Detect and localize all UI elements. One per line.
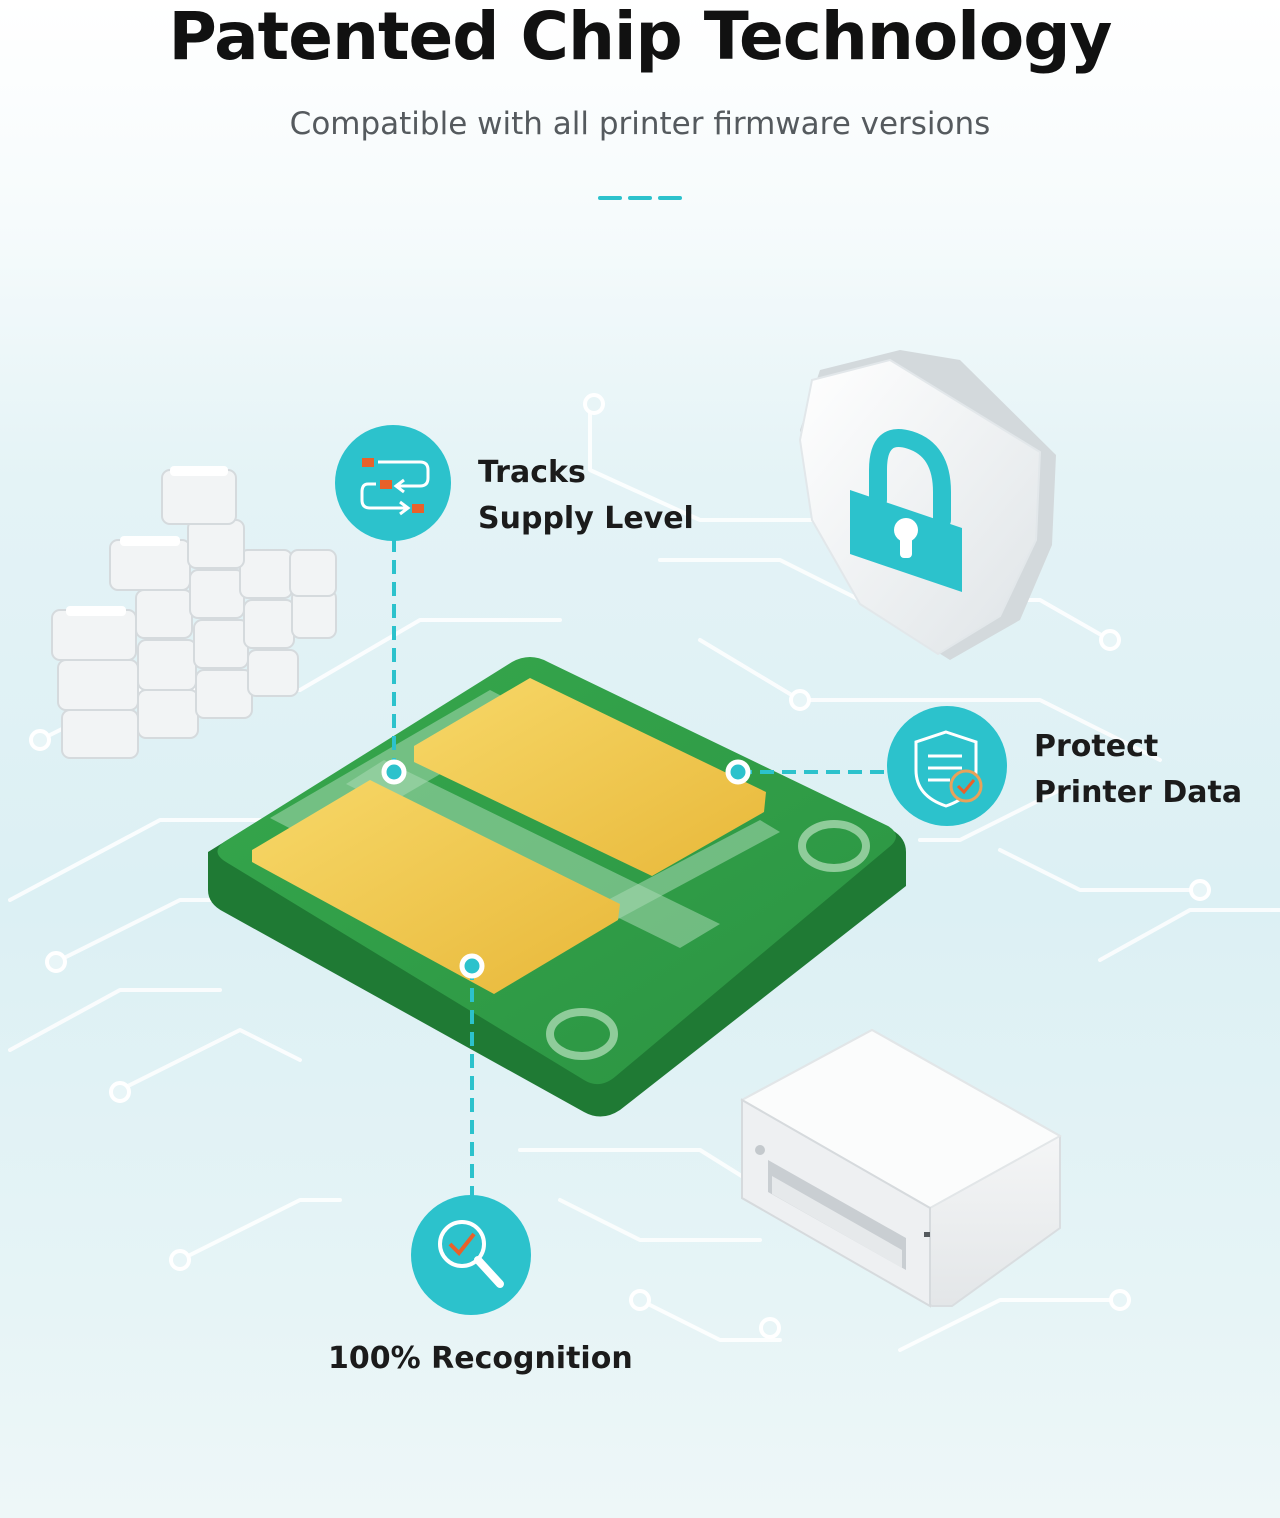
connector-dots — [381, 759, 751, 979]
feature-badge-supply — [335, 425, 451, 541]
chip-board — [208, 657, 906, 1117]
circuit-nodes — [29, 393, 1211, 1339]
feature-label-protect: Protect Printer Data — [1034, 724, 1242, 816]
feature-label-recognition: 100% Recognition — [328, 1336, 633, 1382]
feature-label-protect-line2: Printer Data — [1034, 775, 1243, 810]
feature-label-protect-line1: Protect — [1034, 729, 1159, 764]
shield-document-check-icon — [914, 730, 983, 808]
feature-badge-recognition — [411, 1195, 531, 1315]
feature-label-supply: Tracks Supply Level — [478, 450, 694, 542]
transfer-arrows-icon — [360, 458, 430, 516]
divider-dash-2 — [628, 196, 652, 200]
printer-illustration — [739, 1028, 1063, 1308]
divider-dash-1 — [598, 196, 622, 200]
magnifier-check-icon — [438, 1220, 504, 1288]
page-subtitle: Compatible with all printer firmware ver… — [289, 106, 991, 142]
connector-lines — [392, 538, 890, 1202]
lock-icon — [850, 429, 962, 592]
blocks-stack — [51, 466, 337, 759]
feature-label-recognition-line1: 100% Recognition — [328, 1341, 633, 1376]
page-title: Patented Chip Technology — [168, 0, 1113, 75]
security-shield — [798, 350, 1056, 660]
feature-label-supply-line2: Supply Level — [478, 501, 694, 536]
feature-label-supply-line1: Tracks — [478, 455, 586, 490]
feature-badge-protect — [887, 706, 1007, 826]
divider-dash-3 — [658, 196, 682, 200]
